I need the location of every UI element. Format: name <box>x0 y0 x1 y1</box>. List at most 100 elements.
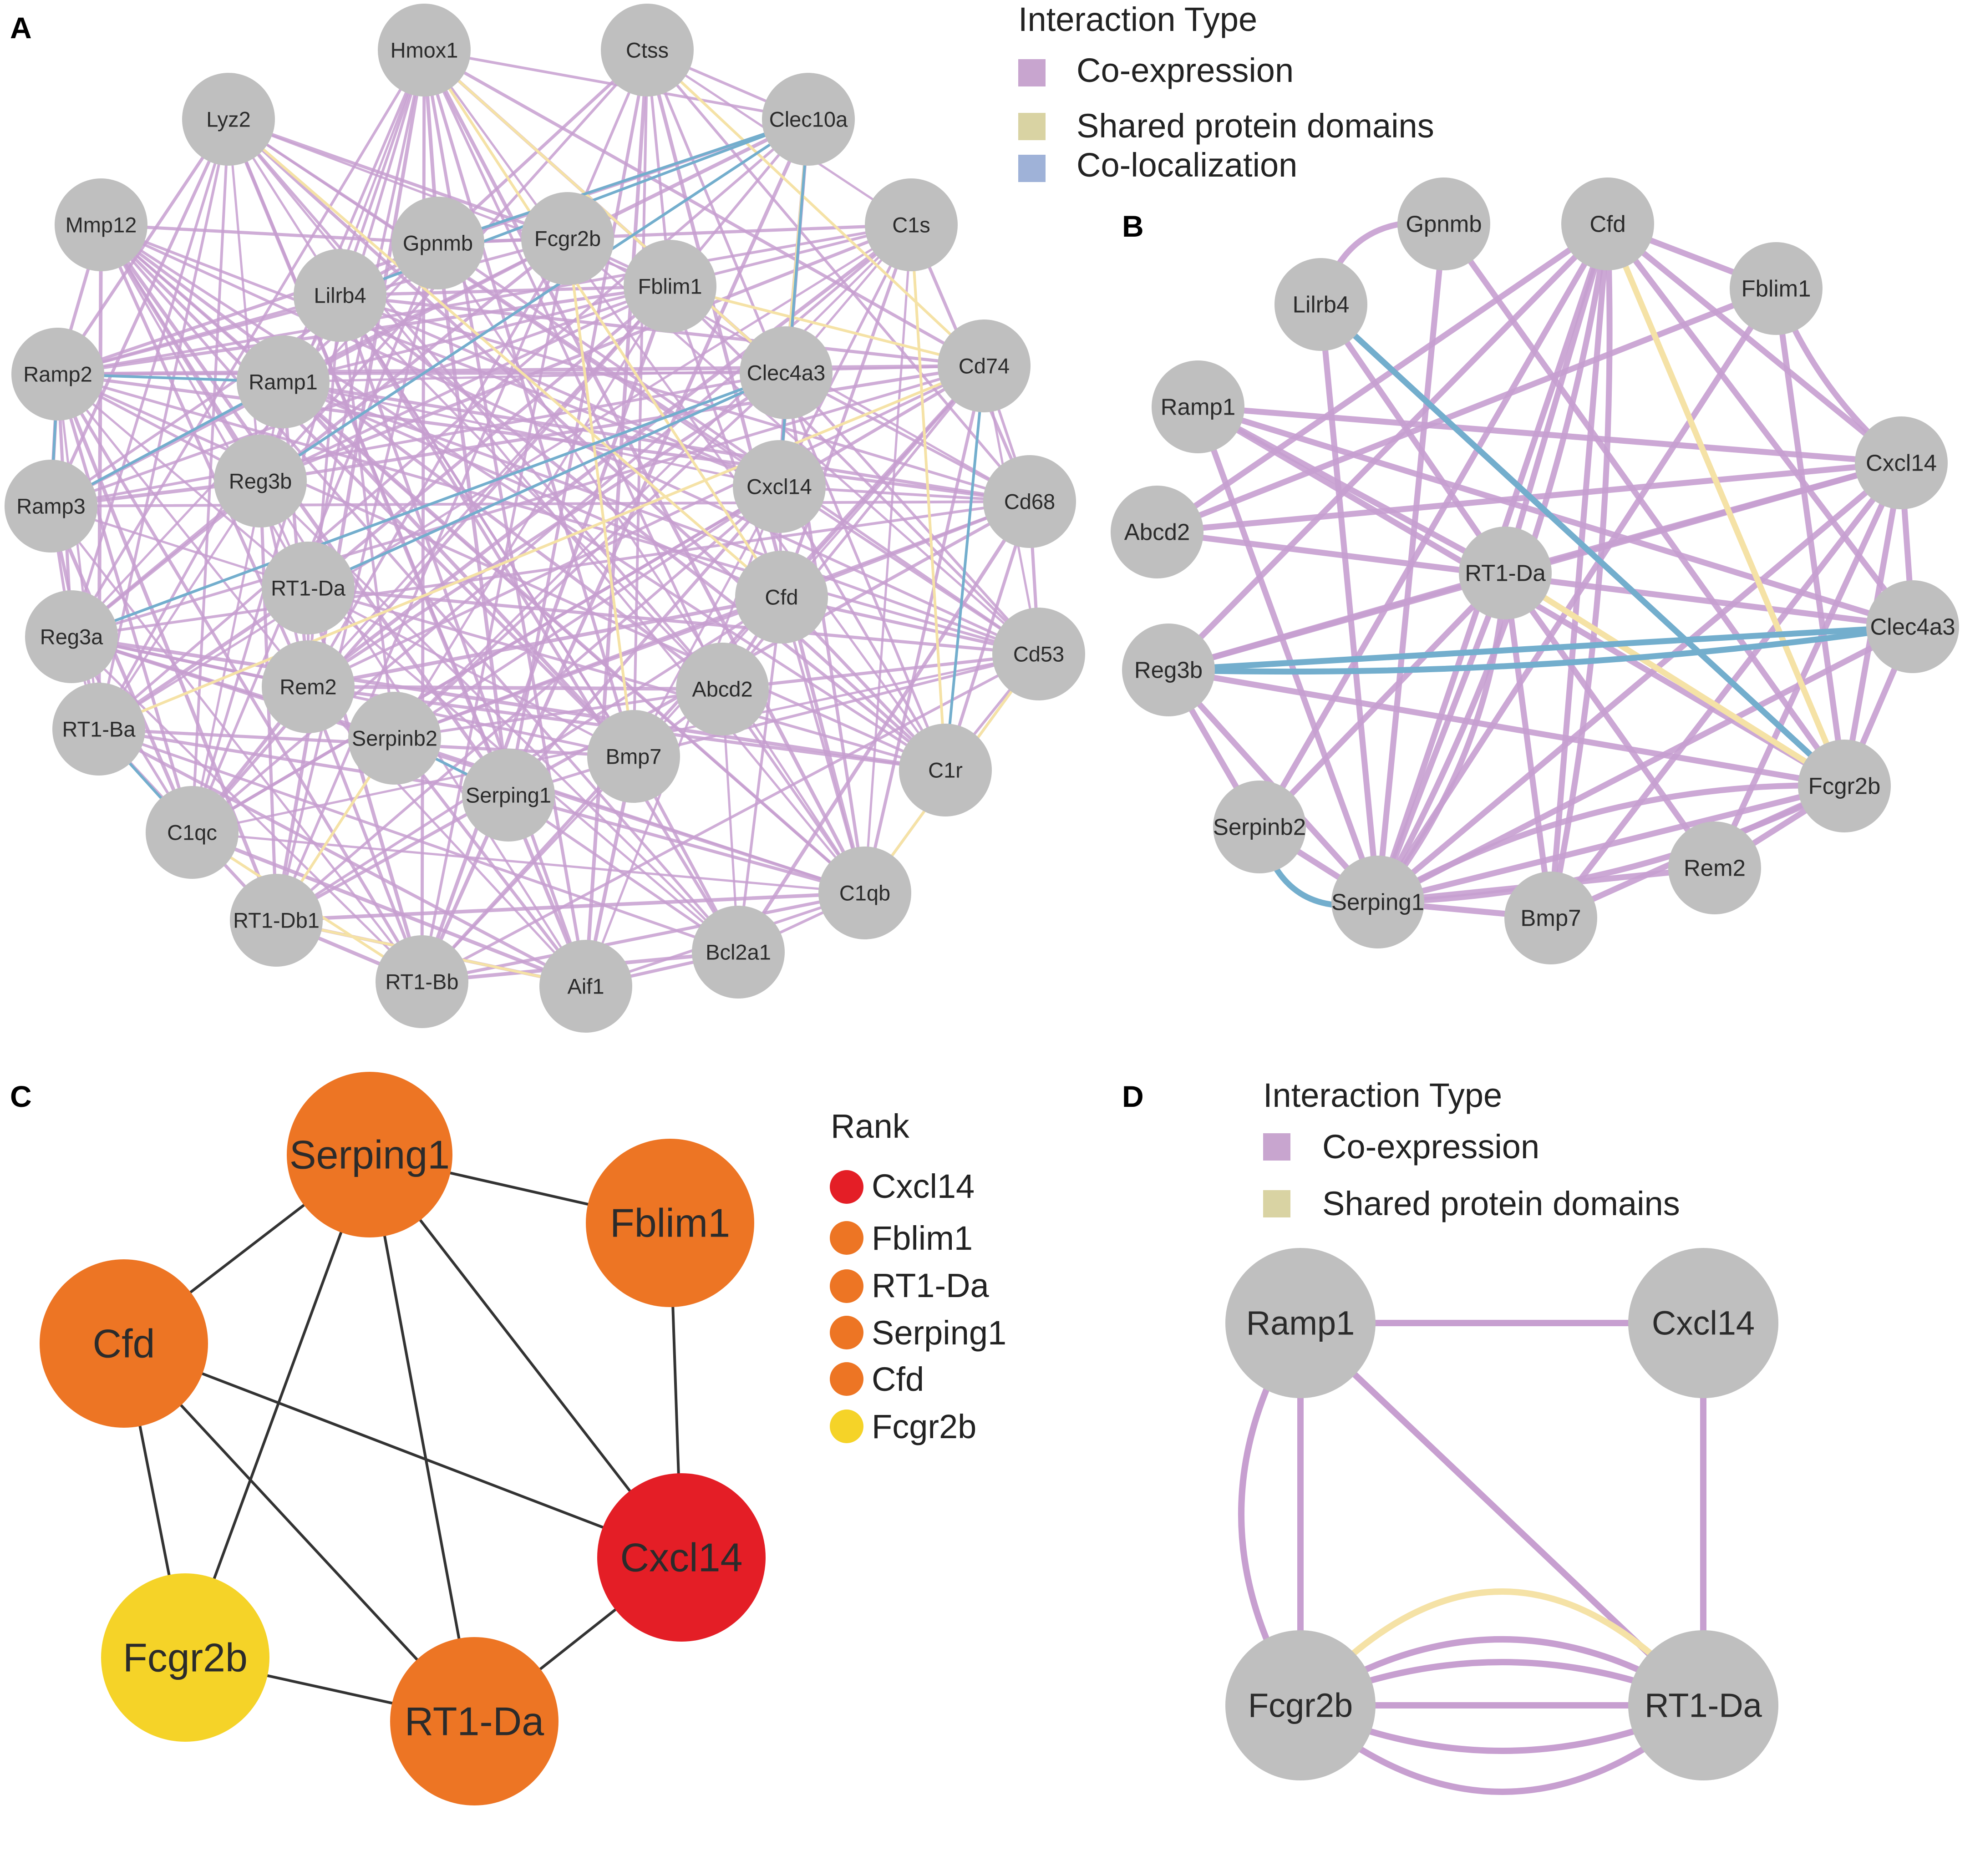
panel-a-node-label: Cd53 <box>1013 642 1064 666</box>
panel-a-node-label: Clec4a3 <box>747 361 825 385</box>
panel-b-node-label: Cxcl14 <box>1866 450 1937 476</box>
edge-coexpression-c1qb-rt1-db1 <box>274 891 867 922</box>
edge-coexpression-mmp12-rt1-da <box>100 223 310 589</box>
edge-coexpression-lilrb4-aif1 <box>338 294 588 988</box>
panel-a-node-label: Mmp12 <box>66 213 137 237</box>
panel-b-node-cxcl14: Cxcl14 <box>1855 416 1948 509</box>
panel-a-node-rt1-da: RT1-Da <box>262 542 355 634</box>
edge-coexpression-bmp7-cxcl14 <box>1548 460 1904 921</box>
panel-a-node-label: RT1-Db1 <box>233 908 320 933</box>
panel-a-node-circle <box>348 692 441 785</box>
edge-shared-domains-cfd-fcgr2b <box>1604 221 1848 789</box>
panel-b-node-label: Fcgr2b <box>1808 773 1881 799</box>
legend-c-dot-cxcl14 <box>830 1170 863 1204</box>
legend-a-label-coexpression: Co-expression <box>1076 51 1294 89</box>
legend-c-label-fblim1: Fblim1 <box>872 1219 973 1257</box>
panel-b-node-fblim1: Fblim1 <box>1730 242 1823 335</box>
edge-coexpression-cd74-reg3b <box>259 364 986 483</box>
panel-a-edges <box>49 48 1041 988</box>
edge-shared-domains-cd74-rt1-ba <box>97 365 985 730</box>
panel-b-node-abcd2: Abcd2 <box>1111 486 1203 578</box>
panel-d-node-circle <box>1628 1630 1778 1780</box>
panel-d-node-label: Cxcl14 <box>1652 1304 1755 1342</box>
panel-a-node-circle <box>262 640 355 733</box>
panel-a-node-circle <box>237 335 330 428</box>
edge-coexpression-cd53-abcd2 <box>721 652 1041 691</box>
edge-coexpression-ramp1-rt1-da <box>1195 404 1508 576</box>
panel-a-node-gpnmb: Gpnmb <box>391 197 484 289</box>
edge-colocalization-cd74-c1r <box>944 365 985 771</box>
edge-coexpression-cfd-reg3b <box>1165 221 1611 673</box>
panel-b-node-label: Cfd <box>1589 211 1625 237</box>
panel-a-node-c1qb: C1qb <box>818 847 911 939</box>
legend-c-dot-fblim1 <box>830 1221 863 1255</box>
legend-c-label-rt1-da: RT1-Da <box>872 1267 990 1304</box>
legend-a-swatch-coexpression <box>1018 59 1046 86</box>
panel-a-node-bmp7: Bmp7 <box>587 710 680 803</box>
panel-a-node-label: Reg3a <box>40 625 103 649</box>
edge-coexpression-cfd-abcd2 <box>1154 221 1611 535</box>
panel-a-node-cxcl14: Cxcl14 <box>733 440 826 533</box>
edge-coexpression-lyz2-ramp2 <box>56 117 230 376</box>
panel-b-node-circle <box>1668 821 1761 914</box>
panel-c-node-circle <box>101 1573 269 1742</box>
panel-letter-a: A <box>10 11 32 45</box>
panel-a-node-clec10a: Clec10a <box>762 73 855 166</box>
edge-coexpression-cfd-clec4a3 <box>1604 221 1916 630</box>
panel-a-node-fblim1: Fblim1 <box>624 240 716 333</box>
panel-a-node-label: Hmox1 <box>391 38 458 62</box>
panel-a-node-circle <box>462 749 555 842</box>
panel-a-node-label: C1qc <box>167 821 217 845</box>
edge-coexpression-ramp1-rem2 <box>281 380 310 689</box>
edge-coexpression-rt1-da-serpinb2 <box>1256 570 1508 830</box>
edge-coexpression-gpnmb-cd53 <box>437 242 1040 655</box>
panel-a-node-ramp1: Ramp1 <box>237 335 330 428</box>
panel-a-node-label: Bmp7 <box>606 745 662 769</box>
panel-c-node-fblim1: Fblim1 <box>586 1139 754 1307</box>
legend-d-swatch-coexpression <box>1263 1133 1290 1161</box>
panel-a-node-label: Ramp3 <box>16 494 86 518</box>
edge-shared-domains-fblim1-cd74 <box>669 285 985 367</box>
panel-a-node-label: Cd68 <box>1004 490 1055 514</box>
edge-coexpression-cfd-bcl2a1 <box>737 596 783 953</box>
edge-colocalization-clec10a-cxcl14 <box>778 118 810 488</box>
panel-c-node-cxcl14: Cxcl14 <box>597 1473 766 1642</box>
edge-coexpression-c1s-cfd <box>780 223 913 599</box>
panel-a-node-label: Cxcl14 <box>746 475 812 499</box>
edge-colocalization-rt1-da-clec4a3 <box>307 371 787 589</box>
edge-coexpression-rt1-ba-serping1 <box>97 727 510 797</box>
panel-a-node-clec4a3: Clec4a3 <box>740 326 833 419</box>
panel-a-node-fcgr2b: Fcgr2b <box>521 192 614 285</box>
edge-coexpression-ramp2-rt1-db1 <box>56 372 278 922</box>
panel-b-node-circle <box>1459 527 1552 619</box>
panel-a-node-circle <box>230 874 323 967</box>
edge-coexpression-fblim1-rt1-da <box>306 284 672 590</box>
panel-a-node-label: Abcd2 <box>692 677 752 701</box>
edge-coexpression-ramp1-cxcl14 <box>1195 404 1904 466</box>
panel-b-node-circle <box>1274 258 1367 351</box>
panel-a-legend: Interaction Type Co-expression Shared pr… <box>1018 0 1434 184</box>
panel-a-node-label: Gpnmb <box>403 231 473 255</box>
edge-coexpression-rt1-ba-bcl2a1 <box>97 728 740 953</box>
panel-a-node-circle <box>262 542 355 634</box>
panel-b-node-lilrb4: Lilrb4 <box>1274 258 1367 351</box>
panel-a-node-serping1: Serping1 <box>462 749 555 842</box>
edge-coexpression-c1s-cxcl14 <box>778 223 913 488</box>
edge-coexpression-mmp12-gpnmb <box>99 223 440 245</box>
edge-coexpression-cfd-c1qb <box>780 596 866 894</box>
panel-a-node-serpinb2: Serpinb2 <box>348 692 441 785</box>
edge-coexpression-mmp12-bmp7 <box>99 223 635 758</box>
panel-a-node-ramp2: Ramp2 <box>11 328 104 421</box>
panel-a-node-c1s: C1s <box>865 178 958 271</box>
panel-b-node-reg3b: Reg3b <box>1122 624 1215 716</box>
panel-a-node-circle <box>676 643 769 735</box>
panel-d-node-circle <box>1225 1248 1376 1398</box>
panel-a-node-label: Fblim1 <box>638 274 702 299</box>
edge-coexpression-ramp1-cfd <box>282 380 783 598</box>
edge-coexpression-abcd2-serpinb2 <box>393 688 724 740</box>
panel-c-node-serping1: Serping1 <box>287 1072 452 1237</box>
panel-a-node-label: Lilrb4 <box>314 284 366 308</box>
edge-coexpression-fblim1-c1qc <box>190 284 672 834</box>
panel-a-node-label: Bcl2a1 <box>706 940 771 964</box>
panel-b-node-circle <box>1111 486 1203 578</box>
